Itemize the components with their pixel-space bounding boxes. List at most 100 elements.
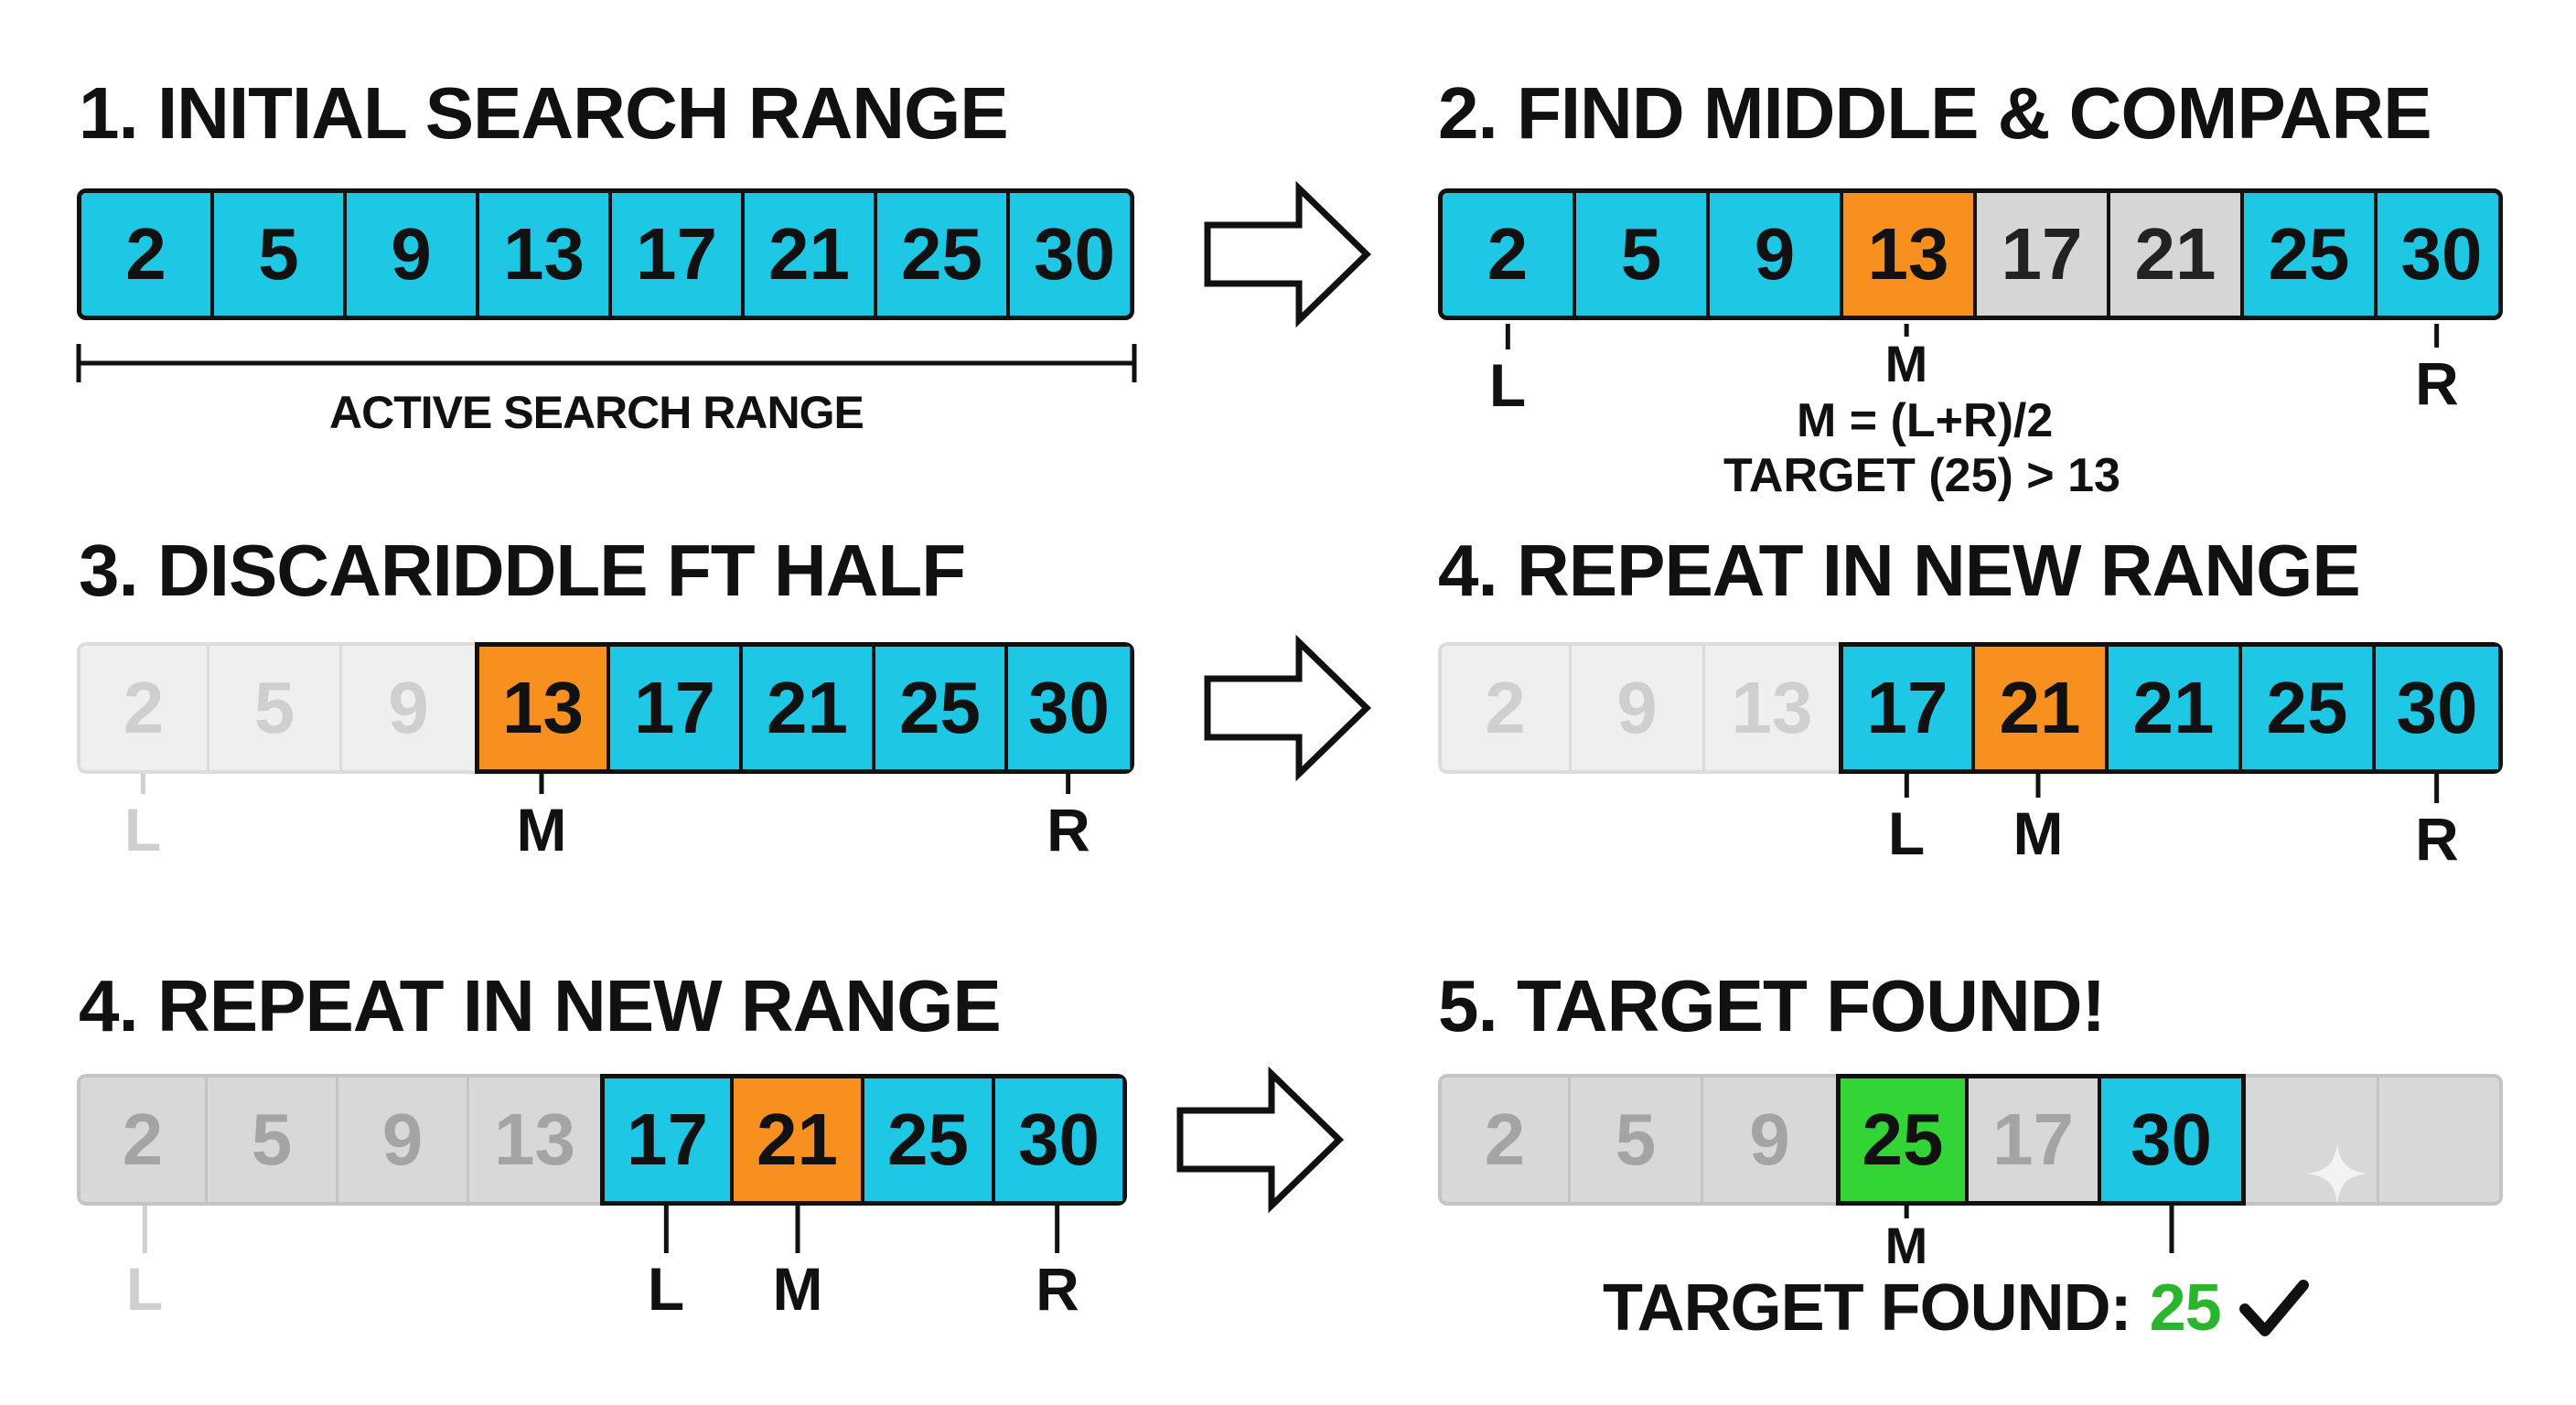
- array-cell-empty: [2379, 1074, 2503, 1206]
- array-cell: 17: [1969, 1078, 2101, 1201]
- result-label: TARGET FOUND:: [1603, 1271, 2132, 1345]
- array-cell-discarded: 5: [209, 642, 342, 774]
- active-subarray: 13 17 21 25 30: [475, 642, 1134, 774]
- array-cell-middle: 21: [1975, 647, 2109, 769]
- array-cell-discarded: 9: [1572, 642, 1705, 774]
- left-pointer-label: L: [1887, 799, 1926, 867]
- active-subarray: 25 17 30: [1836, 1074, 2246, 1206]
- array-cell: 30: [2101, 1078, 2241, 1201]
- middle-formula: M = (L+R)/2: [1797, 394, 2054, 447]
- array-cell-discarded: 13: [469, 1074, 600, 1206]
- left-pointer: L: [1489, 324, 1526, 415]
- array-cell: 5: [1576, 193, 1710, 316]
- step-6-array: 2 5 9 25 17 30: [1438, 1074, 2503, 1206]
- left-pointer: L: [124, 774, 161, 860]
- middle-pointer: M: [1884, 1206, 1928, 1274]
- middle-pointer: M: [517, 774, 566, 860]
- left-pointer-label: L: [1488, 351, 1527, 419]
- middle-pointer-label: M: [1884, 1217, 1928, 1274]
- middle-pointer-label: M: [772, 1255, 823, 1323]
- array-cell-discarded: 5: [208, 1074, 338, 1206]
- array-cell-discarded: 9: [1703, 1074, 1836, 1206]
- right-pointer: R: [2415, 774, 2459, 869]
- target-found-result: TARGET FOUND: 25: [1603, 1275, 2311, 1341]
- step-4-array: 2 9 13 17 21 21 25 30: [1438, 642, 2503, 774]
- step-4-title: 4. REPEAT IN NEW RANGE: [1438, 530, 2361, 611]
- array-cell: 17: [612, 193, 745, 316]
- middle-pointer: M: [1884, 324, 1928, 392]
- array-cell-discarded: 2: [77, 1074, 208, 1206]
- step-5-title: 4. REPEAT IN NEW RANGE: [79, 965, 1002, 1046]
- array-cell: 21: [745, 193, 877, 316]
- middle-pointer-label: M: [1884, 335, 1928, 392]
- right-pointer-label: R: [2415, 805, 2459, 873]
- right-arrow-icon: [1204, 181, 1372, 327]
- array-cell-discarded: 2: [1438, 642, 1572, 774]
- step-5-array: 2 5 9 13 17 21 25 30: [77, 1074, 1127, 1206]
- array-cell-found: 25: [1841, 1078, 1969, 1201]
- middle-pointer: M: [772, 1206, 823, 1323]
- array-cell: 30: [995, 1078, 1122, 1201]
- array-cell: 13: [479, 193, 612, 316]
- comparison-text: TARGET (25) > 13: [1723, 449, 2120, 502]
- left-pointer-label: L: [125, 1255, 164, 1323]
- array-cell: 30: [1008, 647, 1130, 769]
- right-pointer: R: [1036, 1206, 1079, 1319]
- left-pointer: L: [648, 1206, 684, 1319]
- step-1-array: 2 5 9 13 17 21 25 30: [77, 188, 1134, 320]
- array-cell: 25: [864, 1078, 995, 1201]
- array-cell: 25: [877, 193, 1010, 316]
- left-pointer: L: [126, 1206, 163, 1319]
- array-cell-discarded: 9: [342, 642, 475, 774]
- array-cell: 30: [2376, 647, 2498, 769]
- array-cell: 21: [2110, 193, 2244, 316]
- active-range-label: ACTIVE SEARCH RANGE: [329, 387, 864, 438]
- array-cell: 25: [2242, 647, 2376, 769]
- array-cell: 2: [81, 193, 214, 316]
- array-cell: 25: [2244, 193, 2377, 316]
- right-arrow-icon: [1176, 1067, 1345, 1213]
- right-pointer: R: [1046, 774, 1090, 860]
- array-cell-discarded: 13: [1705, 642, 1839, 774]
- array-cell: 17: [1977, 193, 2110, 316]
- step-6-title: 5. TARGET FOUND!: [1438, 965, 2106, 1046]
- right-pointer: R: [2415, 324, 2459, 413]
- middle-pointer: M: [2012, 774, 2064, 867]
- array-cell-middle: 13: [479, 647, 610, 769]
- step-3-title: 3. DISCARIDDLE FT HALF: [79, 530, 966, 611]
- step-2-array: 2 5 9 13 17 21 25 30: [1438, 188, 2503, 320]
- right-pointer: [2169, 1206, 2174, 1253]
- step-1-title: 1. INITIAL SEARCH RANGE: [79, 72, 1009, 154]
- sparkle-icon: [2307, 1143, 2367, 1204]
- array-cell: 21: [743, 647, 875, 769]
- array-cell: 30: [2377, 193, 2498, 316]
- array-cell: 17: [610, 647, 743, 769]
- middle-pointer-label: M: [2012, 799, 2064, 867]
- array-cell-discarded: 5: [1571, 1074, 1703, 1206]
- right-pointer-label: R: [1036, 1255, 1079, 1323]
- array-cell: 25: [875, 647, 1008, 769]
- array-cell-empty: [2246, 1074, 2379, 1206]
- array-cell: 9: [1710, 193, 1843, 316]
- array-cell-middle: 13: [1843, 193, 1977, 316]
- result-value: 25: [2149, 1271, 2222, 1345]
- step-3-array: 2 5 9 13 17 21 25 30: [77, 642, 1134, 774]
- active-subarray: 17 21 21 25 30: [1839, 642, 2503, 774]
- array-cell: 9: [347, 193, 479, 316]
- array-cell: 17: [1843, 647, 1975, 769]
- step-2-title: 2. FIND MIDDLE & COMPARE: [1438, 72, 2432, 154]
- array-cell: 30: [1010, 193, 1130, 316]
- array-cell-middle: 21: [734, 1078, 864, 1201]
- checkmark-icon: [2238, 1280, 2309, 1336]
- right-pointer-label: R: [2415, 349, 2459, 417]
- range-bracket: [76, 344, 1137, 382]
- active-subarray: 17 21 25 30: [600, 1074, 1127, 1206]
- right-arrow-icon: [1204, 635, 1372, 781]
- left-pointer: L: [1888, 774, 1925, 863]
- array-cell: 21: [2109, 647, 2242, 769]
- array-cell-discarded: 2: [1438, 1074, 1571, 1206]
- array-cell-discarded: 9: [338, 1074, 469, 1206]
- array-cell-discarded: 2: [77, 642, 209, 774]
- array-cell: 17: [605, 1078, 734, 1201]
- left-pointer-label: L: [647, 1255, 685, 1323]
